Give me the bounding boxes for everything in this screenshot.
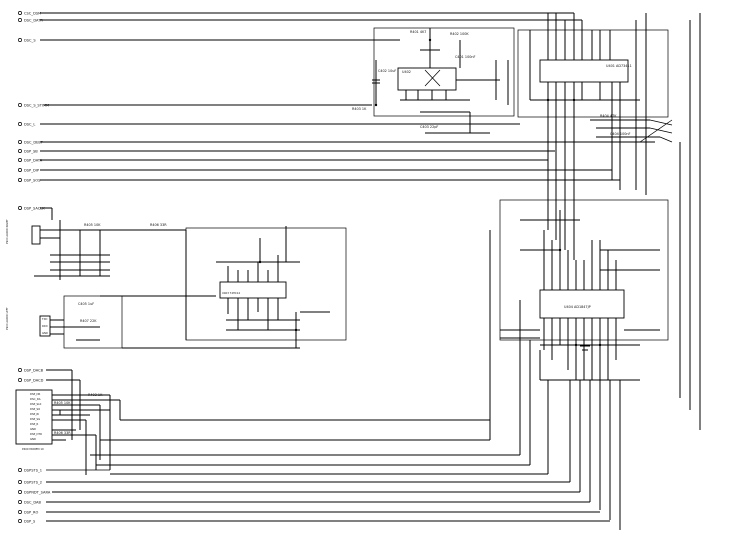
- svg-text:DSC_DA: DSC_DA: [30, 397, 41, 401]
- net-dsp-data: DSP_DATA: [18, 158, 548, 163]
- svg-text:GND: GND: [30, 437, 36, 441]
- svg-text:R403 1K: R403 1K: [352, 107, 367, 111]
- net-dsp-sb: DSP_SB: [18, 149, 555, 154]
- svg-text:DSPSTS_1: DSPSTS_1: [24, 469, 42, 473]
- net-dsp-sos: DSP_SOS: [18, 178, 620, 183]
- bottom-net-labels: DSP_DACB DSP_DACD DSPSTS_1 DSPSTS_2 DSPN…: [18, 368, 610, 524]
- svg-text:U401 AD73411: U401 AD73411: [606, 64, 632, 68]
- net-dspsts-2: DSPSTS_2: [18, 480, 570, 485]
- svg-text:DSP_DR: DSP_DR: [30, 392, 41, 396]
- svg-text:DSP_SB: DSP_SB: [24, 150, 38, 154]
- net-dsp-saclk: DSP_SACLK: [18, 206, 53, 220]
- svg-text:U404 AD1847JP: U404 AD1847JP: [564, 305, 591, 309]
- ic-u402: [397, 67, 457, 91]
- net-dsp-ro: DSP_RO: [18, 510, 600, 515]
- svg-text:R403 1K: R403 1K: [88, 393, 103, 397]
- svg-text:DSP_RO: DSP_RO: [24, 511, 39, 515]
- svg-text:R406 33R: R406 33R: [54, 431, 71, 435]
- bottom-right-block: U404 AD1847JP: [499, 199, 669, 381]
- svg-text:DSC_S_STIMM: DSC_S_STIMM: [24, 104, 49, 108]
- net-csc-dsm: CSC_DSM: [18, 11, 574, 16]
- svg-text:C403 22pF: C403 22pF: [420, 125, 438, 129]
- svg-text:GND: GND: [42, 331, 48, 335]
- svg-text:C405 1uF: C405 1uF: [78, 302, 94, 306]
- svg-text:DSC_DEEP: DSC_DEEP: [24, 141, 44, 145]
- net-dsc-dab: DSC_DAB: [18, 500, 590, 505]
- svg-text:DSP_RI: DSP_RI: [30, 412, 39, 416]
- net-dsc-l: DSC_L: [18, 122, 520, 127]
- net-dspndt-sara: DSPNDT_SARA: [18, 490, 580, 495]
- svg-text:CSC_DSM: CSC_DSM: [24, 12, 41, 16]
- svg-text:P400 MODEM 10: P400 MODEM 10: [22, 447, 44, 451]
- svg-text:C404 100nF: C404 100nF: [610, 132, 631, 136]
- ic-u404: [539, 289, 625, 319]
- ic-u403: [219, 281, 287, 299]
- left-net-labels: CSC_DSM DSC_DATR DSC_S DSC_S_STIMM DSC_L…: [18, 11, 655, 220]
- svg-text:R406 33R: R406 33R: [150, 223, 167, 227]
- net-dsp-dip: DSP_DIP: [18, 168, 612, 173]
- svg-text:C402 10uF: C402 10uF: [378, 69, 396, 73]
- ic-u401: [539, 59, 629, 83]
- audio-left-connector: P900 AUDIO LEFT TXD RXD GND C405 1uF R40…: [5, 295, 300, 349]
- svg-text:DSC_DAB: DSC_DAB: [24, 501, 42, 505]
- top-center-block: U402 R401 4K7 R402 100K C401 100nF C402 …: [352, 27, 520, 134]
- svg-text:DSP_SACLK: DSP_SACLK: [24, 207, 45, 211]
- svg-text:U403 74HC14: U403 74HC14: [222, 291, 240, 295]
- vertical-buses: [489, 13, 701, 530]
- svg-text:DSP_SLK: DSP_SLK: [30, 402, 42, 406]
- svg-text:P900 AUDIO LEFT: P900 AUDIO LEFT: [5, 307, 9, 330]
- svg-text:DSPSTS_2: DSPSTS_2: [24, 481, 42, 485]
- svg-text:R407 22K: R407 22K: [80, 319, 97, 323]
- svg-text:R402 100K: R402 100K: [450, 32, 469, 36]
- net-dsp-s: DSP_S: [18, 519, 610, 524]
- svg-text:DSP_SO: DSP_SO: [30, 407, 40, 411]
- svg-text:C401 100nF: C401 100nF: [455, 55, 476, 59]
- svg-text:DSP_DACB: DSP_DACB: [24, 369, 44, 373]
- svg-text:P900 AUDIO RIGHT: P900 AUDIO RIGHT: [5, 219, 9, 244]
- svg-text:DSP_S: DSP_S: [24, 520, 36, 524]
- top-right-outline: [517, 29, 669, 118]
- svg-text:GND: GND: [30, 427, 36, 431]
- svg-text:DSP_R: DSP_R: [30, 422, 39, 426]
- svg-text:DSC_S: DSC_S: [24, 39, 36, 43]
- svg-text:DSP_DTR: DSP_DTR: [30, 432, 42, 436]
- svg-text:R401 4K7: R401 4K7: [410, 30, 426, 34]
- top-center-outline: [373, 27, 515, 117]
- audio-right-connector: P900 AUDIO RIGHT R405 10K R406 33R: [5, 219, 186, 280]
- svg-text:DSP_DACD: DSP_DACD: [24, 379, 44, 383]
- svg-text:RXD: RXD: [42, 324, 48, 328]
- svg-text:TXD: TXD: [42, 317, 47, 321]
- top-right-block: U401 AD73411 R404 47K C404 100nF: [517, 13, 673, 260]
- net-dsc-datr: DSC_DATR: [18, 18, 582, 23]
- svg-text:DSP_SOS: DSP_SOS: [24, 179, 41, 183]
- svg-text:DSPNDT_SARA: DSPNDT_SARA: [24, 491, 51, 495]
- modem-connector: DSP_DR DSC_DA DSP_SLK DSP_SO DSP_RI DSP_…: [15, 389, 548, 475]
- svg-text:DSC_DATR: DSC_DATR: [24, 19, 43, 23]
- net-dspsts-1: DSPSTS_1: [18, 468, 110, 473]
- mid-block: U403 74HC14: [185, 226, 347, 348]
- svg-text:DSP_DATA: DSP_DATA: [24, 159, 43, 163]
- net-dsc-s: DSC_S: [18, 38, 400, 43]
- svg-text:DSC_L: DSC_L: [24, 123, 35, 127]
- svg-text:R404 47K: R404 47K: [600, 114, 617, 118]
- net-dsc-s-stimm: DSC_S_STIMM: [18, 103, 372, 108]
- svg-text:R405 10K: R405 10K: [54, 401, 71, 405]
- net-dsc-deep: DSC_DEEP: [18, 140, 655, 145]
- svg-text:U402: U402: [402, 70, 411, 74]
- svg-text:DSP_DIP: DSP_DIP: [24, 169, 40, 173]
- svg-text:R405 10K: R405 10K: [84, 223, 101, 227]
- svg-text:DSP_SG: DSP_SG: [30, 417, 40, 421]
